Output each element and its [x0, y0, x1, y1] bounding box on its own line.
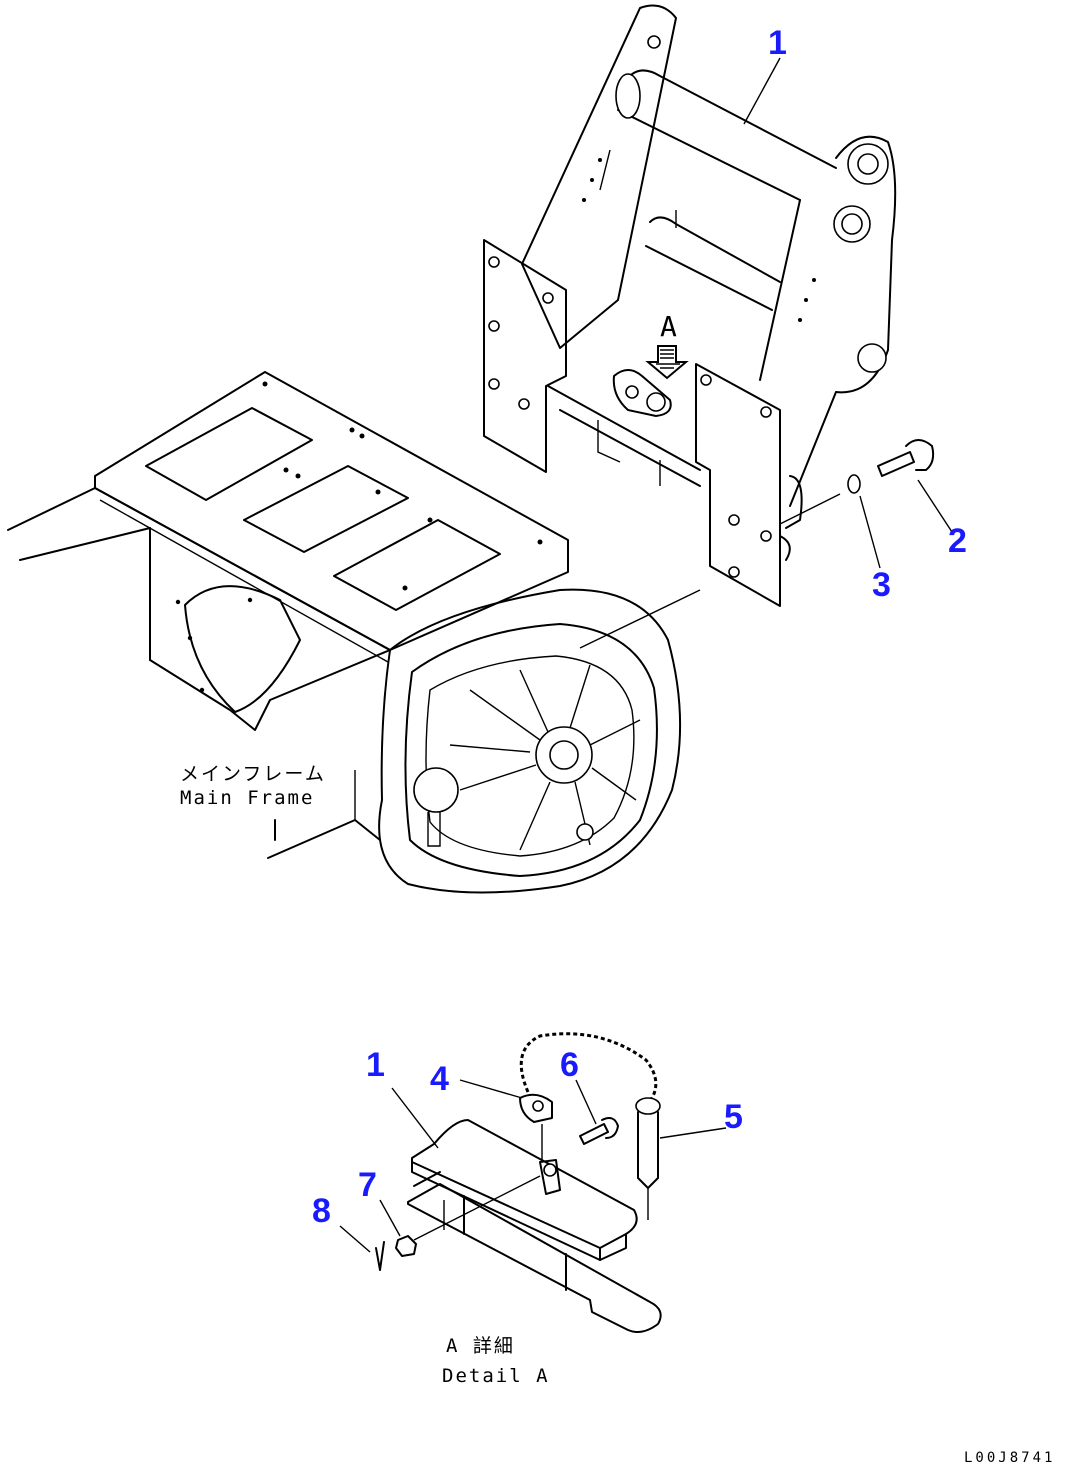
- callout-8-cotter: 8: [312, 1192, 331, 1230]
- main-frame-label-en: Main Frame: [180, 787, 314, 809]
- callout-4-plate: 4: [430, 1060, 449, 1098]
- callout-2-bolt: 2: [948, 522, 967, 560]
- main-frame-label-jp: メインフレーム: [180, 763, 326, 785]
- view-arrow-label: A: [660, 310, 677, 343]
- top-leader-lines: [743, 57, 953, 569]
- callout-5-pin: 5: [724, 1098, 743, 1136]
- bracket-drawing: [483, 4, 935, 649]
- detail-a-label-jp: A 詳細: [446, 1335, 515, 1357]
- callout-3-washer: 3: [872, 566, 891, 604]
- callout-1-bracket: 1: [768, 24, 787, 62]
- callout-6-bolt: 6: [560, 1046, 579, 1084]
- detail-a-label-en: Detail A: [442, 1365, 550, 1387]
- callout-7-nut: 7: [358, 1166, 377, 1204]
- drawing-code: L00J8741: [964, 1450, 1055, 1466]
- main-frame-drawing: [7, 371, 682, 894]
- callout-1-detail: 1: [366, 1046, 385, 1084]
- detail-a-drawing: [339, 1032, 727, 1333]
